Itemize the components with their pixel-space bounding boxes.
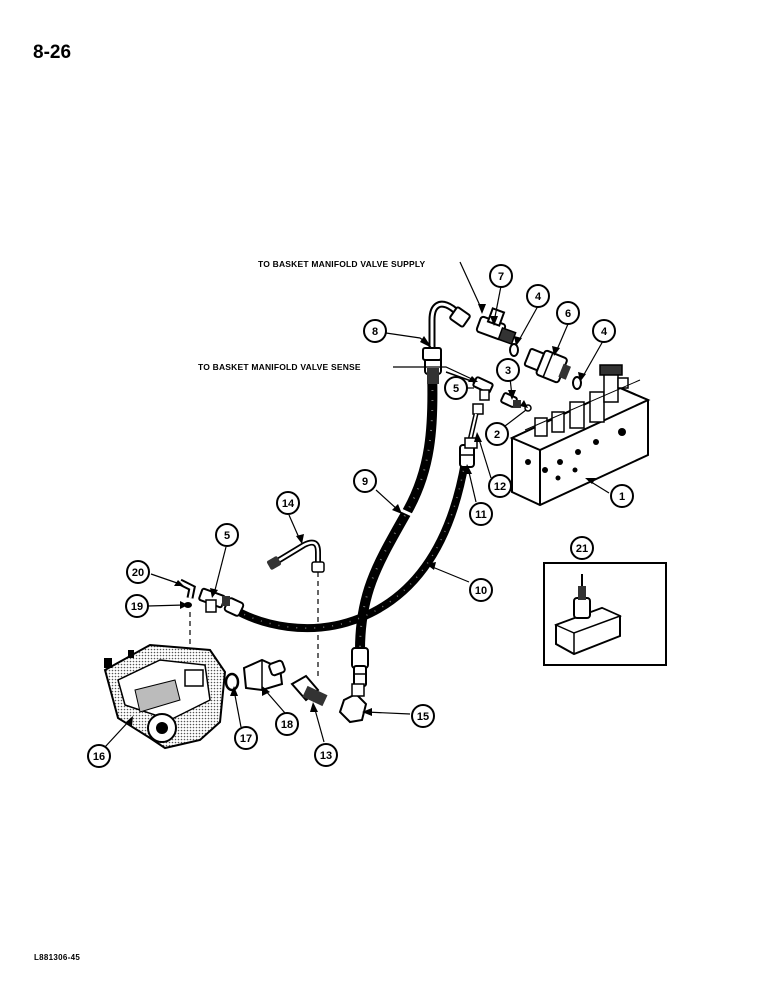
page-number: 8-26	[33, 42, 72, 63]
svg-text:3: 3	[505, 365, 511, 377]
callout-9: 9	[353, 469, 377, 493]
inset-box-21	[543, 562, 667, 666]
svg-text:17: 17	[240, 733, 252, 745]
svg-text:2: 2	[494, 429, 500, 441]
svg-text:4: 4	[535, 291, 542, 303]
svg-text:5: 5	[224, 530, 230, 542]
svg-text:11: 11	[475, 509, 487, 521]
o-ring-17	[224, 672, 240, 692]
svg-text:8: 8	[372, 326, 378, 338]
note-sense: TO BASKET MANIFOLD VALVE SENSE	[198, 362, 361, 372]
svg-text:12: 12	[494, 481, 506, 493]
callout-16: 16	[87, 744, 111, 768]
callout-13: 13	[314, 743, 338, 767]
svg-text:5: 5	[453, 383, 459, 395]
callout-12: 12	[488, 474, 512, 498]
svg-text:6: 6	[565, 308, 571, 320]
svg-text:14: 14	[282, 498, 295, 510]
hose-10	[228, 458, 469, 633]
svg-text:18: 18	[281, 719, 293, 731]
callout-20: 20	[126, 560, 150, 584]
svg-text:15: 15	[417, 711, 429, 723]
svg-text:21: 21	[576, 543, 588, 555]
o-ring-4a	[509, 343, 519, 357]
callout-11: 11	[469, 502, 493, 526]
hose-9	[355, 365, 438, 655]
svg-text:4: 4	[601, 326, 608, 338]
manifold-block-1	[509, 364, 651, 507]
callout-3: 3	[496, 358, 520, 382]
svg-text:19: 19	[131, 601, 143, 613]
hose-9-bottom-fitting	[351, 647, 369, 687]
arrowheads	[126, 304, 596, 726]
callout-15: 15	[411, 704, 435, 728]
o-ring-4b	[572, 376, 582, 390]
callout-8: 8	[363, 319, 387, 343]
elbow-20	[178, 578, 196, 599]
callout-17: 17	[234, 726, 258, 750]
valve-6	[523, 348, 572, 384]
callout-7: 7	[489, 264, 513, 288]
pump-16	[103, 612, 227, 750]
callout-19: 19	[125, 594, 149, 618]
callout-18: 18	[275, 712, 299, 736]
callout-1: 1	[610, 484, 634, 508]
callout-6: 6	[556, 301, 580, 325]
o-ring-2	[524, 404, 532, 412]
svg-text:9: 9	[362, 476, 368, 488]
svg-text:20: 20	[132, 567, 144, 579]
svg-text:7: 7	[498, 271, 504, 283]
tube-14	[267, 539, 325, 573]
callout-21: 21	[570, 536, 594, 560]
svg-text:1: 1	[619, 491, 625, 503]
note-supply: TO BASKET MANIFOLD VALVE SUPPLY	[258, 259, 426, 269]
callout-5a: 5	[444, 376, 468, 400]
elbow-fitting-15	[338, 683, 368, 724]
callout-4b: 4	[592, 319, 616, 343]
svg-text:13: 13	[320, 750, 332, 762]
tube-8	[422, 300, 471, 361]
callout-14: 14	[276, 491, 300, 515]
tube-12	[464, 403, 484, 449]
callout-2: 2	[485, 422, 509, 446]
svg-text:16: 16	[93, 751, 105, 763]
svg-text:10: 10	[475, 585, 487, 597]
elbow-18	[242, 658, 286, 692]
figure-code: L881306-45	[34, 953, 81, 962]
callout-5b: 5	[215, 523, 239, 547]
adapter-13	[290, 572, 328, 707]
callout-10: 10	[469, 578, 493, 602]
callout-4a: 4	[526, 284, 550, 308]
